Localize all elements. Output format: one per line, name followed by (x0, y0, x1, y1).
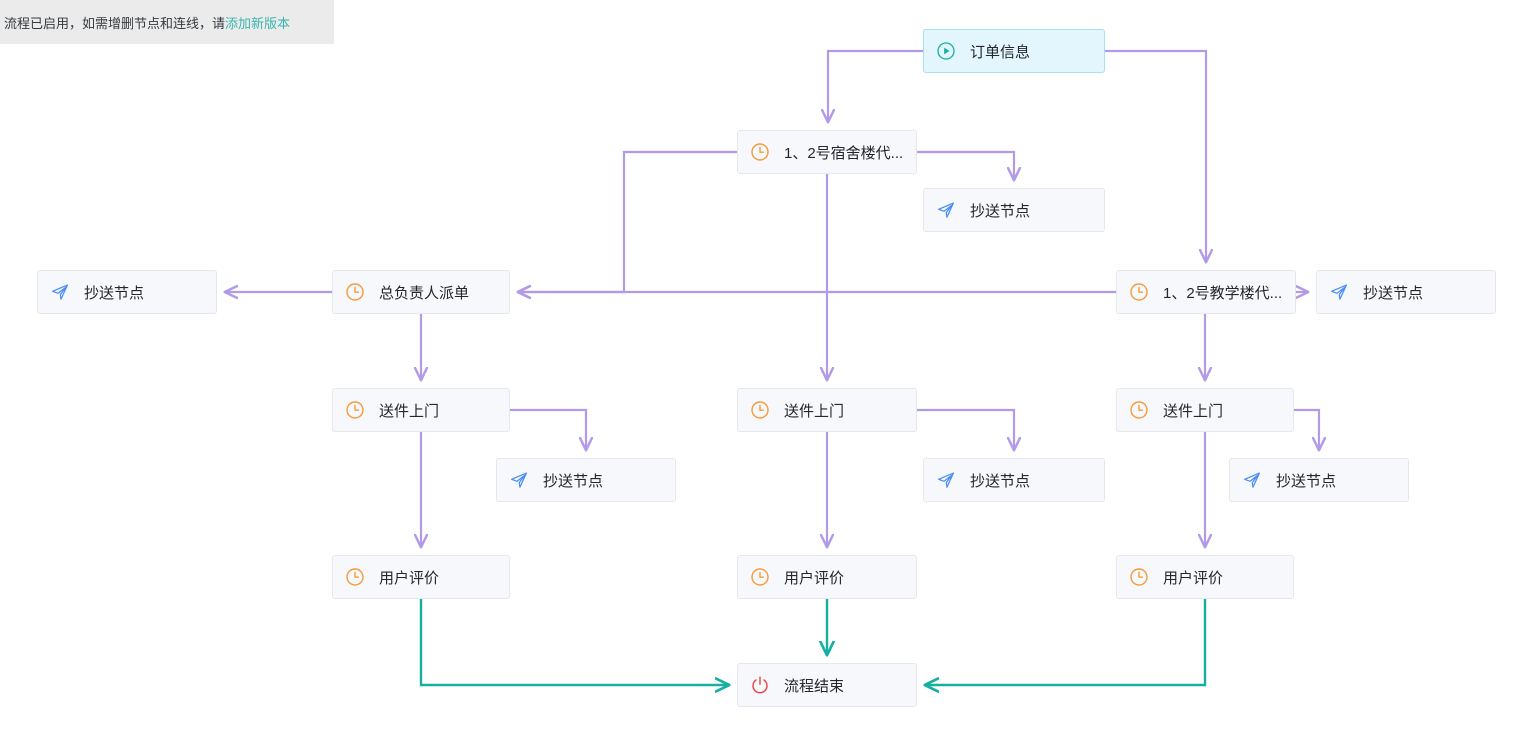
node-start[interactable]: 订单信息 (923, 29, 1105, 73)
node-label: 用户评价 (1163, 569, 1224, 587)
clock-icon (345, 282, 365, 302)
send-icon (936, 200, 956, 220)
node-cc-del-l[interactable]: 抄送节点 (496, 458, 676, 502)
node-deliver-l[interactable]: 送件上门 (332, 388, 510, 432)
node-label: 送件上门 (1163, 402, 1224, 420)
node-dorm[interactable]: 1、2号宿舍楼代... (737, 130, 917, 174)
edge-start-to-teaching[interactable] (1105, 49, 1206, 262)
node-label: 用户评价 (379, 569, 440, 587)
send-icon (1329, 282, 1349, 302)
node-label: 用户评价 (784, 569, 845, 587)
clock-icon (345, 400, 365, 420)
send-icon (50, 282, 70, 302)
node-label: 流程结束 (784, 677, 845, 695)
edge-dorm-to-cc-dorm[interactable] (917, 150, 1014, 180)
node-label: 抄送节点 (970, 202, 1031, 220)
clock-icon (750, 567, 770, 587)
power-icon (750, 675, 770, 695)
clock-icon (1129, 282, 1149, 302)
node-label: 抄送节点 (1276, 472, 1337, 490)
edge-dorm-to-manager[interactable] (518, 150, 737, 292)
node-label: 1、2号宿舍楼代... (784, 144, 904, 162)
node-cc-left[interactable]: 抄送节点 (37, 270, 217, 314)
edge-deliver-m-to-cc-del-m[interactable] (917, 408, 1014, 450)
clock-icon (750, 142, 770, 162)
edge-rate-r-to-end[interactable] (925, 599, 1207, 685)
node-manager[interactable]: 总负责人派单 (332, 270, 510, 314)
node-rate-m[interactable]: 用户评价 (737, 555, 917, 599)
clock-icon (1129, 567, 1149, 587)
node-teaching[interactable]: 1、2号教学楼代... (1116, 270, 1296, 314)
node-rate-r[interactable]: 用户评价 (1116, 555, 1294, 599)
add-new-version-link[interactable]: 添加新版本 (225, 15, 291, 31)
node-label: 抄送节点 (543, 472, 604, 490)
node-label: 送件上门 (784, 402, 845, 420)
node-label: 抄送节点 (1363, 284, 1424, 302)
node-deliver-m[interactable]: 送件上门 (737, 388, 917, 432)
node-label: 总负责人派单 (379, 284, 470, 302)
edge-start-to-dorm[interactable] (828, 49, 923, 122)
send-icon (509, 470, 529, 490)
edge-deliver-l-to-cc-del-l[interactable] (510, 408, 586, 450)
node-label: 1、2号教学楼代... (1163, 284, 1283, 302)
node-deliver-r[interactable]: 送件上门 (1116, 388, 1294, 432)
send-icon (936, 470, 956, 490)
clock-icon (345, 567, 365, 587)
node-cc-del-m[interactable]: 抄送节点 (923, 458, 1105, 502)
node-cc-dorm[interactable]: 抄送节点 (923, 188, 1105, 232)
clock-icon (750, 400, 770, 420)
edge-rate-l-to-end[interactable] (419, 599, 729, 685)
status-banner: 流程已启用，如需增删节点和连线，请添加新版本 (0, 0, 334, 44)
node-end[interactable]: 流程结束 (737, 663, 917, 707)
status-banner-text: 流程已启用，如需增删节点和连线，请 (4, 15, 226, 31)
clock-icon (1129, 400, 1149, 420)
node-label: 订单信息 (970, 43, 1031, 61)
node-label: 送件上门 (379, 402, 440, 420)
node-rate-l[interactable]: 用户评价 (332, 555, 510, 599)
play-circle-icon (936, 41, 956, 61)
node-label: 抄送节点 (84, 284, 145, 302)
node-cc-teaching[interactable]: 抄送节点 (1316, 270, 1496, 314)
node-label: 抄送节点 (970, 472, 1031, 490)
edge-deliver-r-to-cc-del-r[interactable] (1294, 408, 1319, 450)
node-cc-del-r[interactable]: 抄送节点 (1229, 458, 1409, 502)
send-icon (1242, 470, 1262, 490)
